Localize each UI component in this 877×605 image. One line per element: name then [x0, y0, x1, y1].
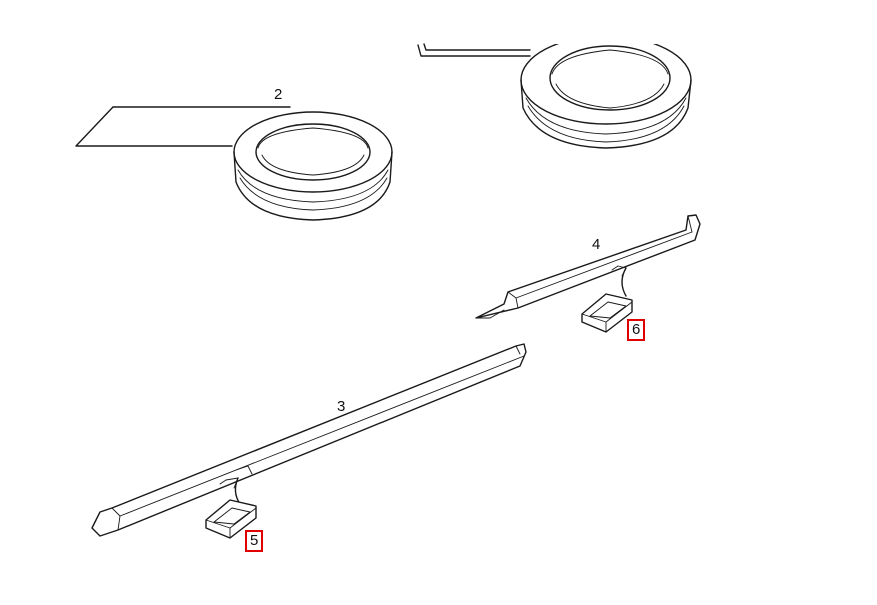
callout-2: 2	[274, 86, 283, 103]
ring-2	[233, 111, 393, 221]
ring-2-surface-outline	[75, 106, 291, 147]
callout-6[interactable]: 6	[627, 319, 646, 341]
clip-6	[581, 267, 633, 333]
ring-top-right	[500, 0, 720, 149]
callout-3: 3	[337, 398, 346, 415]
callout-5[interactable]: 5	[245, 530, 264, 552]
ring-top-surface-outline	[417, 43, 531, 57]
clip-5	[205, 477, 257, 539]
callout-4: 4	[592, 236, 601, 253]
trim-strip-3	[91, 343, 527, 537]
trim-strip-4	[475, 214, 701, 319]
